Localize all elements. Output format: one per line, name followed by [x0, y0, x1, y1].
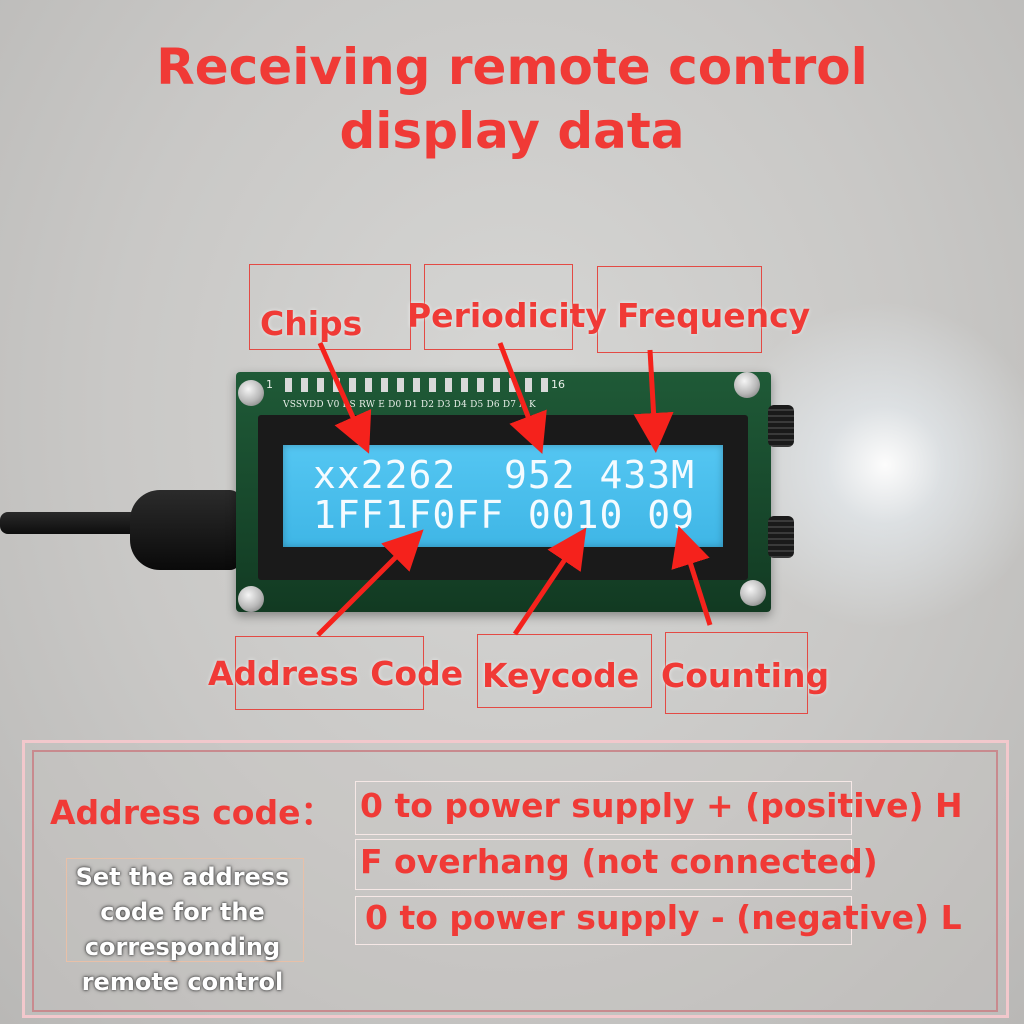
- power-plug: [130, 490, 240, 570]
- rule-box-3: [355, 896, 852, 945]
- address-code-arrow: [316, 529, 424, 637]
- address-code-label: Address Code: [208, 654, 464, 693]
- periodicity-arrow: [497, 342, 547, 455]
- counting-label-box: [665, 632, 808, 714]
- address-code-heading: Address code：: [50, 793, 334, 832]
- pin-first-label: 1: [266, 378, 273, 391]
- pin-header: [285, 378, 550, 392]
- rule-negative: 0 to power supply - (negative) L: [365, 898, 962, 937]
- rule-box-2: [355, 839, 852, 890]
- chips-label: Chips: [260, 304, 363, 343]
- address-code-label-box: [235, 636, 424, 710]
- antenna-bottom: [768, 516, 794, 558]
- counting-arrow: [671, 525, 713, 626]
- lcd-line-1: xx2262 952 433M: [313, 453, 696, 497]
- frequency-label-box: [597, 266, 762, 353]
- chips-label-box: [249, 264, 411, 350]
- page-title-line-1: Receiving remote control: [156, 38, 868, 96]
- keycode-label: Keycode: [482, 656, 640, 695]
- address-code-panel: [22, 740, 1009, 1018]
- address-code-panel-inner-border: [32, 750, 998, 1012]
- frequency-arrow: [633, 349, 674, 453]
- antenna-top: [768, 405, 794, 447]
- screw-bottom-left: [238, 586, 264, 612]
- frequency-label: Frequency: [617, 296, 811, 335]
- screw-top-left: [238, 380, 264, 406]
- rule-positive: 0 to power supply + (positive) H: [360, 786, 963, 825]
- power-cable: [0, 512, 160, 534]
- page-title-line-2: display data: [339, 102, 685, 160]
- lcd-screen: xx2262 952 433M 1FF1F0FF 0010 09: [283, 445, 723, 547]
- pin-labels: VSSVDD V0 RS RW E D0 D1 D2 D3 D4 D5 D6 D…: [283, 400, 536, 410]
- rule-not-connected: F overhang (not connected): [360, 842, 878, 881]
- keycode-arrow: [512, 527, 587, 636]
- screw-top-right: [734, 372, 760, 398]
- periodicity-label-box: [424, 264, 573, 350]
- periodicity-label: Periodicity: [407, 296, 607, 335]
- keycode-label-box: [477, 634, 652, 708]
- pin-last-label: 16: [551, 378, 565, 391]
- counting-label: Counting: [661, 656, 830, 695]
- chips-arrow: [317, 341, 372, 454]
- side-note-box: [66, 858, 304, 962]
- rule-box-1: [355, 781, 852, 835]
- side-note: Set the address code for the correspondi…: [75, 863, 290, 996]
- screw-bottom-right: [740, 580, 766, 606]
